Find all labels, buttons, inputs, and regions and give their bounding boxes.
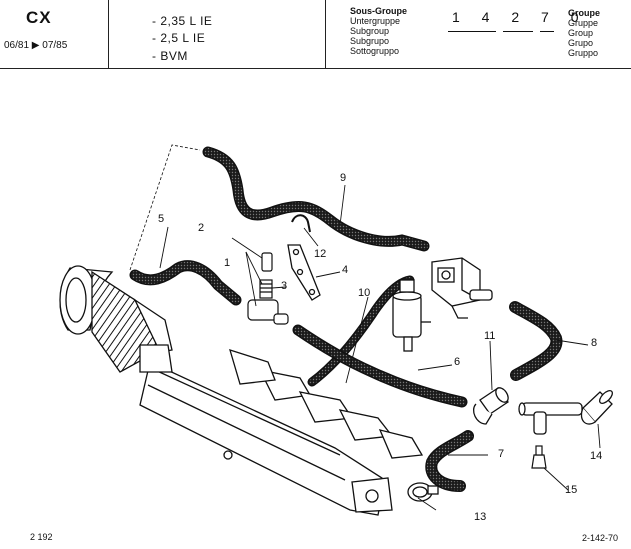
header-block: CX 06/81 ▶ 07/85 - 2,35 L IE - 2,5 L IE … (0, 0, 631, 70)
exploded-view-drawing (59, 144, 613, 516)
callout-6: 6 (454, 356, 461, 368)
callout-7: 7 (498, 448, 505, 460)
callout-4: 4 (342, 264, 349, 276)
callout-3: 3 (281, 280, 288, 292)
group-label-it: Gruppo (568, 48, 599, 58)
bracket-4 (287, 244, 321, 301)
subgroup-label-it: Sottogruppo (350, 46, 400, 56)
callout-10: 10 (358, 287, 371, 299)
callout-13: 13 (474, 511, 487, 523)
callout-9: 9 (340, 172, 347, 184)
header-divider-2 (325, 0, 326, 69)
intake-manifold (139, 348, 424, 516)
solenoid-valve (431, 257, 493, 319)
code-underline-1 (448, 31, 496, 32)
header-divider-1 (108, 0, 109, 69)
engine-line-1: - 2,35 L IE (152, 14, 213, 28)
callout-2: 2 (198, 222, 205, 234)
engine-line-2: - 2,5 L IE (152, 31, 206, 45)
clamp-13 (407, 482, 439, 502)
footer-left-ref: 2 192 (30, 532, 53, 542)
clip-12 (291, 214, 311, 233)
callout-12: 12 (314, 248, 327, 260)
leader-lines (159, 184, 601, 511)
group-label-fr: Groupe (568, 8, 601, 18)
subgroup-label-fr: Sous-Groupe (350, 6, 408, 16)
model-name: CX (26, 8, 52, 27)
cap-15 (531, 445, 547, 469)
connector-11 (472, 387, 509, 425)
tee-connector (518, 402, 583, 435)
callout-5: 5 (158, 213, 165, 225)
production-dates: 06/81 ▶ 07/85 (4, 40, 68, 51)
header-bottom-rule (0, 68, 631, 69)
subgroup-label-de: Untergruppe (350, 16, 401, 26)
group-label-en: Group (568, 28, 594, 38)
hose-6 (292, 324, 468, 408)
code-underline-2 (503, 31, 533, 32)
air-intake-bellows (59, 265, 173, 373)
subgroup-label-es: Subgrupo (350, 36, 390, 46)
fuel-vapour-filter (392, 279, 431, 352)
subgroup-code: 1 4 2 7 0 (452, 9, 588, 25)
footer-right-ref: 2-142-70 (582, 533, 619, 543)
callout-11: 11 (484, 330, 496, 342)
callout-1: 1 (224, 257, 231, 269)
sleeve-14 (580, 390, 613, 425)
group-label-es: Grupo (568, 38, 594, 48)
callout-14: 14 (590, 450, 603, 462)
callout-15: 15 (565, 484, 578, 496)
callout-8: 8 (591, 337, 598, 349)
subgroup-label-en: Subgroup (350, 26, 390, 36)
code-underline-3 (540, 31, 554, 32)
engine-line-3: - BVM (152, 49, 188, 63)
group-label-de: Gruppe (568, 18, 599, 28)
